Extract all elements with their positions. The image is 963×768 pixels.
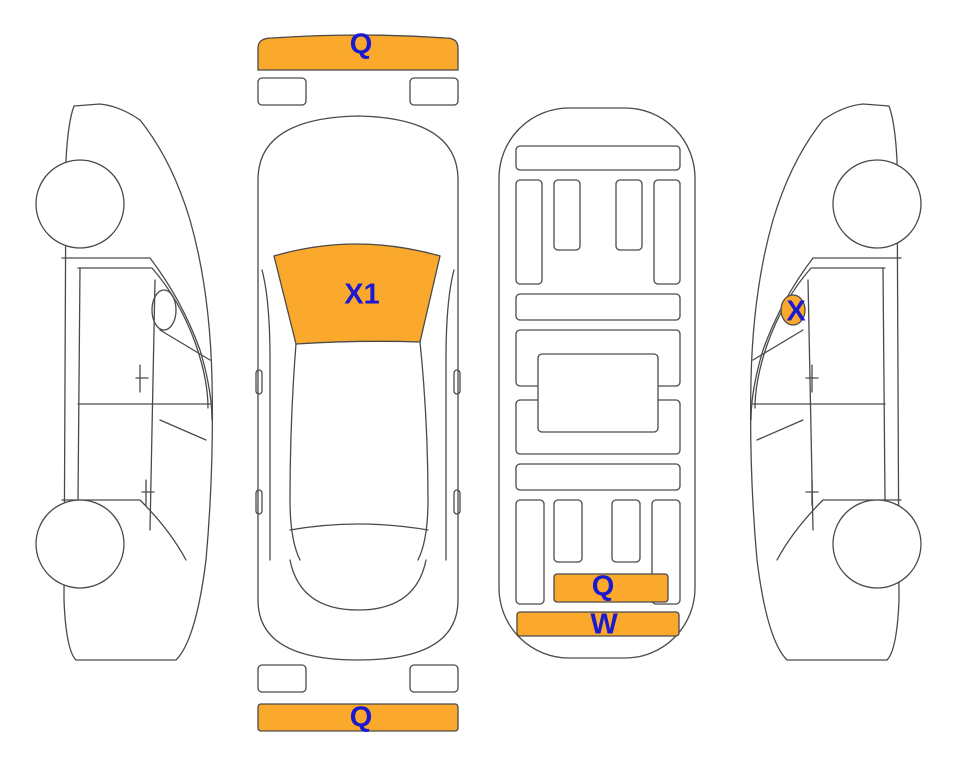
trunk-panel-damage xyxy=(553,573,669,603)
front-bumper-damage xyxy=(257,34,459,71)
trunk-panel-code: Q xyxy=(592,571,615,603)
top-view: Q X1 Q xyxy=(255,29,461,734)
rear-bumper-inner-damage xyxy=(516,611,680,637)
left-side-view xyxy=(35,103,214,661)
rear-bumper-code: Q xyxy=(350,702,373,734)
right-mirror-damage xyxy=(780,294,806,326)
front-bumper-code: Q xyxy=(350,29,373,61)
rear-bumper-inner-code: W xyxy=(590,609,618,641)
windshield-damage xyxy=(273,243,441,345)
right-mirror-code: X xyxy=(786,296,806,328)
underside-view: Q W xyxy=(498,107,696,659)
windshield-code: X1 xyxy=(344,279,379,311)
rear-bumper-damage xyxy=(257,703,459,732)
right-side-view: X xyxy=(749,103,922,661)
